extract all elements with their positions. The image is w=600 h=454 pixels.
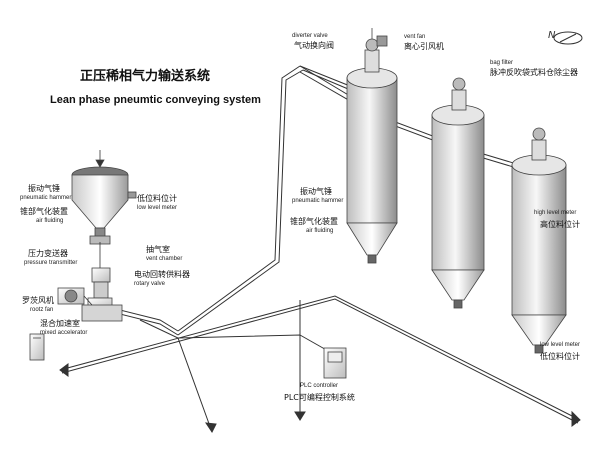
vent-fan-label-en: vent fan <box>404 34 426 40</box>
air-fluiding-silo-en: air fluiding <box>306 228 334 234</box>
pneumatic-hammer-silo-zh: 振动气锤 <box>300 187 332 196</box>
plc-cabinet <box>323 347 347 379</box>
air-fluiding-silo-zh: 锥部气化装置 <box>290 217 338 226</box>
low-level-meter-right-en: low level meter <box>540 342 581 348</box>
title-english: Lean phase pneumtic conveying system <box>50 94 261 106</box>
north-arrow-icon <box>553 31 583 45</box>
title-chinese: 正压稀相气力输送系统 <box>80 69 211 84</box>
pressure-transmitter-en: pressure transmitter <box>24 260 78 266</box>
vent-chamber-en: vent chamber <box>146 256 183 262</box>
bag-filter-label-en: bag filter <box>490 60 514 66</box>
vent-chamber-zh: 抽气室 <box>146 245 170 254</box>
floor-lines <box>59 295 581 433</box>
compass-label: N <box>548 30 556 41</box>
rotary-valve-zh: 电动回转供料器 <box>134 270 190 279</box>
mixed-accelerator-zh: 混合加速室 <box>40 319 80 328</box>
electrical-cabinet <box>29 333 45 361</box>
rotary-valve-assembly <box>81 242 123 322</box>
low-level-left-zh: 低位料位计 <box>137 194 177 203</box>
low-level-meter-right-zh: 低位料位计 <box>540 352 580 361</box>
rootz-fan-en: rootz fan <box>30 307 54 313</box>
low-level-left-en: low level meter <box>137 205 178 211</box>
bag-filter-label-zh: 脉冲反吹袋式料仓除尘器 <box>490 68 578 77</box>
air-fluiding-left-zh: 锥部气化装置 <box>20 207 68 216</box>
mixed-accelerator-en: mixed accelerator <box>40 330 88 336</box>
rootz-fan-zh: 罗茨风机 <box>22 296 54 305</box>
pressure-transmitter-zh: 压力变送器 <box>28 249 68 258</box>
pneumatic-hammer-silo-en: pneumatic hammer <box>292 198 344 204</box>
pneumatic-hammer-left-en: pneumatic hammer <box>20 195 72 201</box>
diverter-valve-label-en: diverter valve <box>292 33 328 39</box>
vent-fan-label-zh: 离心引风机 <box>404 42 444 51</box>
feed-hopper <box>71 150 137 245</box>
rotary-valve-en: rotary valve <box>134 281 166 287</box>
air-fluiding-left-en: air fluiding <box>36 218 64 224</box>
plc-label-en: PLC controller <box>300 383 339 389</box>
roots-fan <box>57 287 93 306</box>
high-level-meter-zh: 高位料位计 <box>540 220 580 229</box>
silo-1 <box>346 28 398 264</box>
pneumatic-hammer-left-zh: 振动气锤 <box>28 184 60 193</box>
high-level-meter-en: high level meter <box>534 210 577 216</box>
silo-3 <box>511 127 567 354</box>
silo-2 <box>431 77 485 309</box>
diverter-valve-label-zh: 气动换向阀 <box>294 41 334 50</box>
plc-label-zh: PLC可编程控制系统 <box>284 393 355 402</box>
